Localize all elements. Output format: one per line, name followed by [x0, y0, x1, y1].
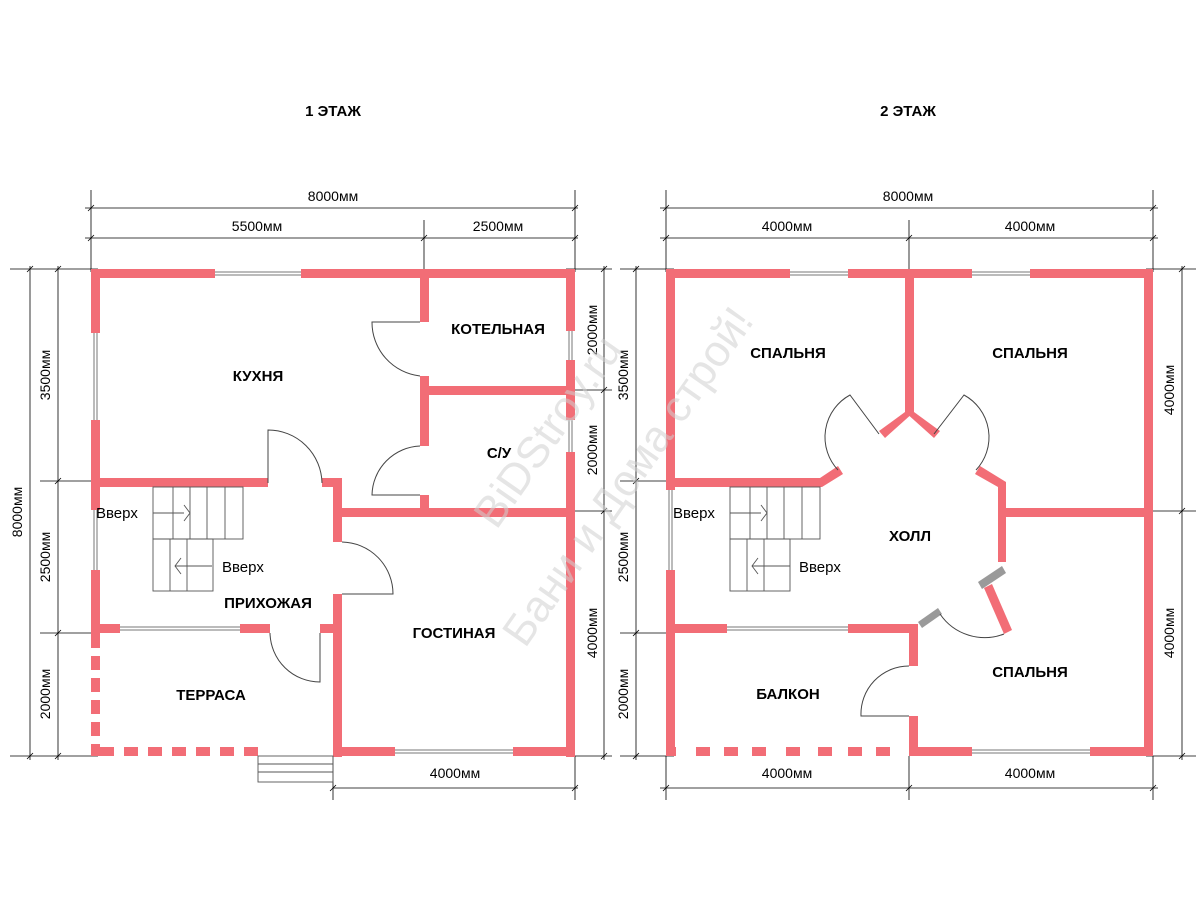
floor-1-windows [93, 271, 573, 754]
watermark: BiDStroy.ru Бани и Дома строй! [464, 298, 763, 654]
floor-2-dim-top-right: 4000мм [1005, 218, 1055, 234]
floor-2-dim-left-mid: 2500мм [615, 532, 631, 582]
floor-1-plan: 1 ЭТАЖ [9, 103, 612, 800]
floor-2-dim-right-bottom: 4000мм [1161, 608, 1177, 658]
floor-2-dim-left-bottom: 2000мм [615, 669, 631, 719]
room-label-boiler: КОТЕЛЬНАЯ [451, 321, 545, 338]
room-label-bedroom-1: СПАЛЬНЯ [750, 345, 826, 362]
floor-2-dim-top-total: 8000мм [883, 188, 933, 204]
room-label-hall: ХОЛЛ [889, 528, 931, 545]
room-label-bedroom-3: СПАЛЬНЯ [992, 664, 1068, 681]
floor-1-title: 1 ЭТАЖ [305, 103, 361, 120]
floor-2-stairs: Вверх Вверх [673, 486, 841, 592]
floor-2-stair-up-label-2: Вверх [799, 559, 841, 576]
floor-1-stair-up-label-2: Вверх [222, 559, 264, 576]
room-label-bedroom-2: СПАЛЬНЯ [992, 345, 1068, 362]
room-label-terrace: ТЕРРАСА [176, 687, 246, 704]
floor-1-dimension-lines [10, 190, 612, 800]
floor-1-dim-left-top: 3500мм [37, 350, 53, 400]
floor-2-walls [666, 269, 1153, 756]
floor-1-dim-top-left: 5500мм [232, 218, 282, 234]
floor-1-dim-right-top: 2000мм [584, 305, 600, 355]
floor-1-stairs: Вверх Вверх [96, 486, 264, 592]
room-label-kitchen: КУХНЯ [233, 368, 283, 385]
floor-1-doors [267, 321, 421, 683]
floor-1-dim-left-mid: 2500мм [37, 532, 53, 582]
floor-1-dim-left-total: 8000мм [9, 487, 25, 537]
floor-1-dim-right-bottom: 4000мм [584, 608, 600, 658]
floor-1-dim-top-right: 2500мм [473, 218, 523, 234]
floor-2-grey-partitions [918, 566, 1006, 628]
floor-1-walls [91, 269, 575, 757]
floor-2-dim-bottom-left: 4000мм [762, 765, 812, 781]
floor-2-plan: 2 ЭТАЖ [615, 103, 1196, 800]
floor-1-dim-left-bottom: 2000мм [37, 669, 53, 719]
floor-1-dim-bottom: 4000мм [430, 765, 480, 781]
floor-2-dim-left-top: 3500мм [615, 350, 631, 400]
floor-2-doors [824, 394, 1005, 717]
floor-2-dim-bottom-right: 4000мм [1005, 765, 1055, 781]
room-label-bathroom: С/У [487, 445, 512, 462]
floor-2-stair-up-label-1: Вверх [673, 505, 715, 522]
floor-2-dim-right-top: 4000мм [1161, 365, 1177, 415]
floor-2-dim-top-left: 4000мм [762, 218, 812, 234]
floor-2-windows [668, 271, 1090, 754]
room-label-balcony: БАЛКОН [756, 686, 819, 703]
floor-1-dim-right-mid: 2000мм [584, 425, 600, 475]
room-label-hallway: ПРИХОЖАЯ [224, 595, 312, 612]
floor-1-stair-up-label-1: Вверх [96, 505, 138, 522]
floor-2-dimension-lines [620, 190, 1196, 800]
floor-1-entrance-steps [257, 755, 334, 783]
floor-2-title: 2 ЭТАЖ [880, 103, 936, 120]
room-label-living-room: ГОСТИНАЯ [413, 625, 496, 642]
floor-1-dim-top-total: 8000мм [308, 188, 358, 204]
